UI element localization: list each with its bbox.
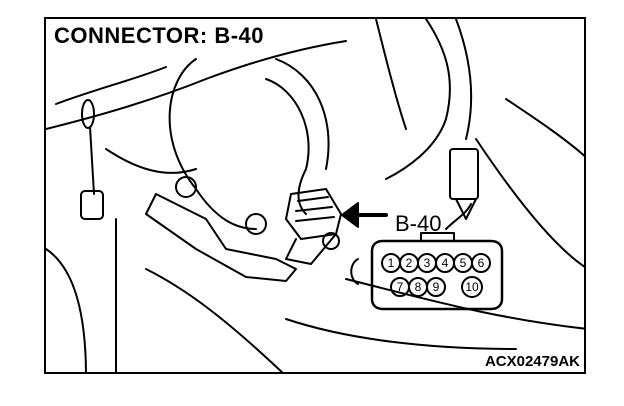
pin-label: 7 [397,280,404,294]
pin-label: 5 [460,256,467,270]
connector-ribs [295,196,335,222]
connector-shadow [350,258,359,285]
engine-illustration: 1 2 3 4 5 6 7 8 9 10 [46,19,584,372]
dipstick-rod [89,126,95,195]
sensor-cable [275,58,330,170]
connector-base [285,233,337,265]
hose-line [46,40,347,130]
pin-row-bottom [390,276,483,298]
pin-label: 3 [424,256,431,270]
housing-edge [505,98,584,157]
clamp-tip [455,198,477,220]
housing-edge [145,268,284,372]
dipstick-loop [81,99,95,129]
housing-edge [46,248,87,372]
pin-label: 2 [406,256,413,270]
figure-code: ACX02479AK [484,353,580,370]
bolt [245,213,267,235]
pin-label: 10 [465,280,479,294]
harness-line [385,19,451,180]
pin-label: 6 [478,256,485,270]
bolt [322,232,340,250]
hose-line [55,66,167,105]
pointer-head [341,202,359,228]
pin-label: 4 [442,256,449,270]
connector-latch [420,232,455,242]
harness-clamp [449,148,479,200]
pin-label: 9 [433,280,440,294]
pin-circle [426,277,446,297]
harness-line [455,19,473,140]
connector-face [370,239,504,311]
connector-body [285,188,342,240]
pin-label: 1 [388,256,395,270]
connector-callout-label: B-40 [395,211,442,236]
housing-edge [105,148,197,174]
leader-line [445,203,472,230]
pin-circle [461,276,483,298]
sensor-cable [265,78,310,215]
pin-row-top [381,253,491,273]
dipstick-tube [80,190,104,220]
housing-edge [475,138,584,268]
pin-circle [471,253,491,273]
pin-label: 8 [415,280,422,294]
diagram-title: CONNECTOR: B-40 [54,23,265,48]
sensor-bracket [145,193,297,282]
diagram-frame: 1 2 3 4 5 6 7 8 9 10 CONNECTOR: B-40 B-4… [44,17,586,374]
housing-edge [285,318,517,350]
bolt [175,176,197,198]
hose-line [168,58,257,230]
harness-line [375,19,407,130]
